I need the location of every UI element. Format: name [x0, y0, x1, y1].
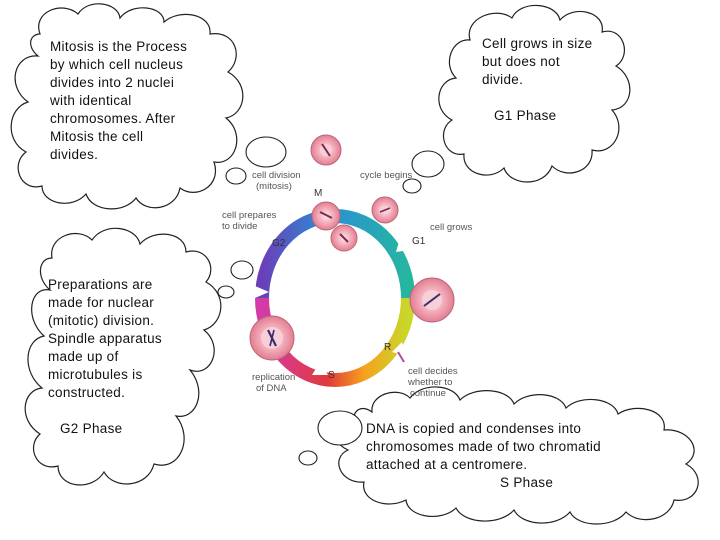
- label-cell-decides-1: cell decides: [408, 366, 458, 377]
- cell-g2-large: [249, 315, 295, 361]
- mitosis-connector-bubble: [225, 167, 247, 185]
- s-connector-bubble: [317, 410, 363, 446]
- mitosis-cloud-shape: [10, 3, 244, 210]
- label-cell-prepares-2: to divide: [222, 221, 257, 232]
- label-replication-1: replication: [252, 372, 295, 383]
- label-phase-s: S: [328, 370, 335, 381]
- g2-connector-bubble: [217, 285, 235, 299]
- s-connector-bubble: [298, 450, 318, 466]
- s-phase-label: S Phase: [500, 475, 554, 490]
- g1-connector-bubble: [411, 150, 445, 178]
- mitosis-description: Mitosis is the Process by which cell nuc…: [50, 39, 188, 162]
- s-cloud-shape: [333, 386, 699, 525]
- label-phase-r: R: [384, 342, 391, 353]
- mitosis-connector-bubble: [245, 136, 287, 168]
- g2-connector-bubble: [230, 260, 254, 280]
- label-phase-m: M: [314, 188, 322, 199]
- cell-mitosis: [310, 134, 342, 166]
- cell-r-large: [409, 277, 455, 323]
- label-cell-prepares-1: cell prepares: [222, 210, 277, 221]
- label-cell-decides-2: whether to: [407, 377, 452, 388]
- g2-description: Preparations are made for nuclear (mitot…: [48, 277, 162, 400]
- label-cell-division: cell division: [252, 170, 301, 181]
- g2-cloud-shape: [24, 227, 222, 486]
- s-cloud: DNA is copied and condenses into chromos…: [366, 420, 646, 492]
- g1-cloud: Cell grows in size but does not divide. …: [482, 35, 594, 125]
- label-mitosis-paren: (mitosis): [256, 181, 292, 192]
- g1-phase-label: G1 Phase: [494, 108, 557, 123]
- g1-connector-bubble: [402, 178, 422, 194]
- s-description: DNA is copied and condenses into chromos…: [366, 421, 601, 472]
- g1-description: Cell grows in size but does not divide.: [482, 36, 593, 87]
- label-cycle-begins: cycle begins: [360, 170, 413, 181]
- mitosis-cloud: Mitosis is the Process by which cell nuc…: [50, 38, 190, 164]
- g1-cloud-shape: [438, 4, 631, 183]
- label-replication-2: of DNA: [256, 383, 287, 394]
- label-phase-g2: G2: [272, 238, 286, 249]
- label-phase-g1: G1: [412, 236, 426, 247]
- g2-phase-label: G2 Phase: [60, 421, 123, 436]
- label-cell-decides-3: continue: [410, 388, 446, 399]
- cell-dividing: [311, 201, 358, 252]
- cell-g1-small: [371, 196, 399, 224]
- g2-cloud: Preparations are made for nuclear (mitot…: [48, 276, 186, 438]
- label-cell-grows: cell grows: [430, 222, 472, 233]
